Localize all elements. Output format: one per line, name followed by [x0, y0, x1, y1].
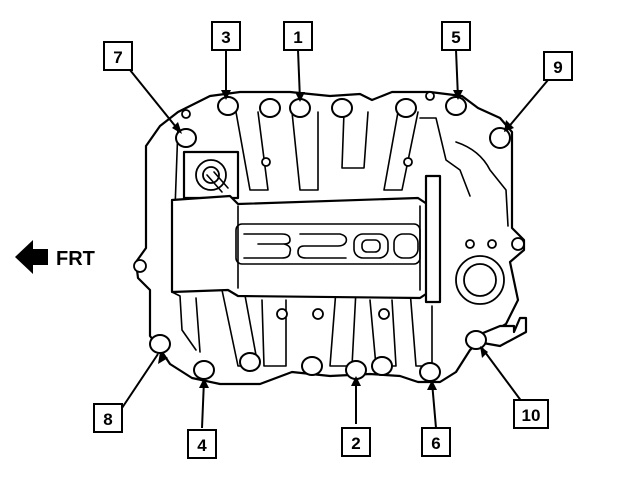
front-label: FRT	[56, 248, 95, 270]
front-direction-indicator: FRT	[15, 240, 95, 274]
callout-label: 3	[221, 28, 230, 47]
callout-label: 10	[522, 406, 541, 425]
callout-7: 7	[103, 41, 133, 71]
cover-lettering	[243, 233, 419, 259]
callout-9: 9	[543, 51, 573, 81]
callout-1: 1	[283, 21, 313, 51]
manifold-body	[133, 90, 528, 386]
front-arrow-icon	[15, 240, 48, 274]
callout-label: 2	[351, 434, 360, 453]
callout-6: 6	[421, 427, 451, 457]
callout-2: 2	[341, 427, 371, 457]
callout-label: 1	[293, 28, 302, 47]
callout-leaders	[121, 49, 549, 429]
callout-label: 5	[451, 28, 460, 47]
callout-label: 7	[113, 48, 122, 67]
callout-label: 9	[553, 58, 562, 77]
callout-label: 6	[431, 434, 440, 453]
callout-5: 5	[441, 21, 471, 51]
callout-label: 8	[103, 410, 112, 429]
callout-3: 3	[211, 21, 241, 51]
callout-8: 8	[93, 403, 123, 433]
callout-10: 10	[513, 399, 549, 429]
callout-label: 4	[197, 436, 207, 455]
callout-4: 4	[187, 429, 217, 459]
